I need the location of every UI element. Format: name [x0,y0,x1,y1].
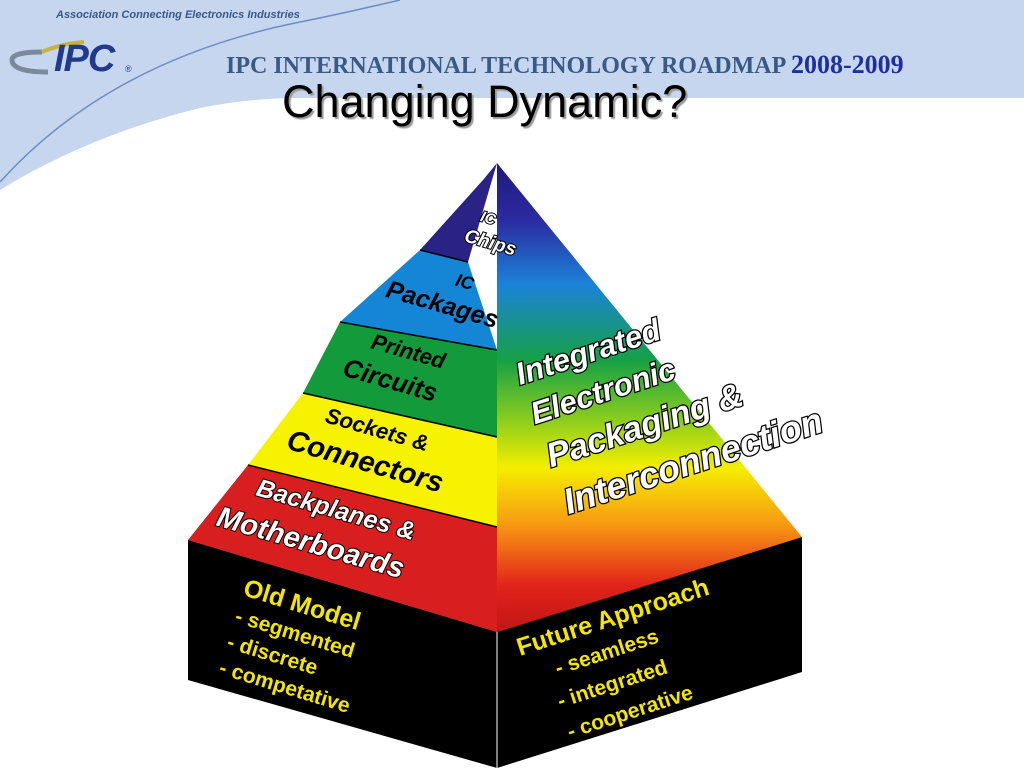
layer-printed-circuits [303,322,497,437]
logo-arc-icon [9,49,49,75]
roadmap-title: IPC INTERNATIONAL TECHNOLOGY ROADMAP 200… [226,50,904,80]
layer-label-ic-chips-line-1: IC [479,208,499,229]
layer-label-ic-packages-line-1: IC [453,270,477,294]
roadmap-title-text: IPC INTERNATIONAL TECHNOLOGY ROADMAP [226,53,785,79]
base-right-face [497,537,802,768]
association-tagline: Association Connecting Electronics Indus… [56,9,300,21]
layer-ic-packages [340,250,497,350]
ipc-logo: IPC [54,38,115,80]
right-face-spectrum [497,163,802,632]
layer-sockets-connectors [248,393,497,527]
header-band [0,0,1024,190]
layer-backplanes-motherboards [188,465,497,632]
logo-swoosh-icon [41,40,85,54]
slide-title: Changing Dynamic? [282,76,688,127]
registered-mark: ® [125,64,132,74]
layer-ic-chips [420,163,497,262]
layer-separators [247,249,498,528]
swoosh-line [0,0,401,183]
header-banner: Association Connecting Electronics Indus… [0,0,1024,200]
header-swoosh-graphic [0,0,1024,190]
roadmap-years: 2008-2009 [790,50,904,79]
base-left-face [188,540,497,768]
